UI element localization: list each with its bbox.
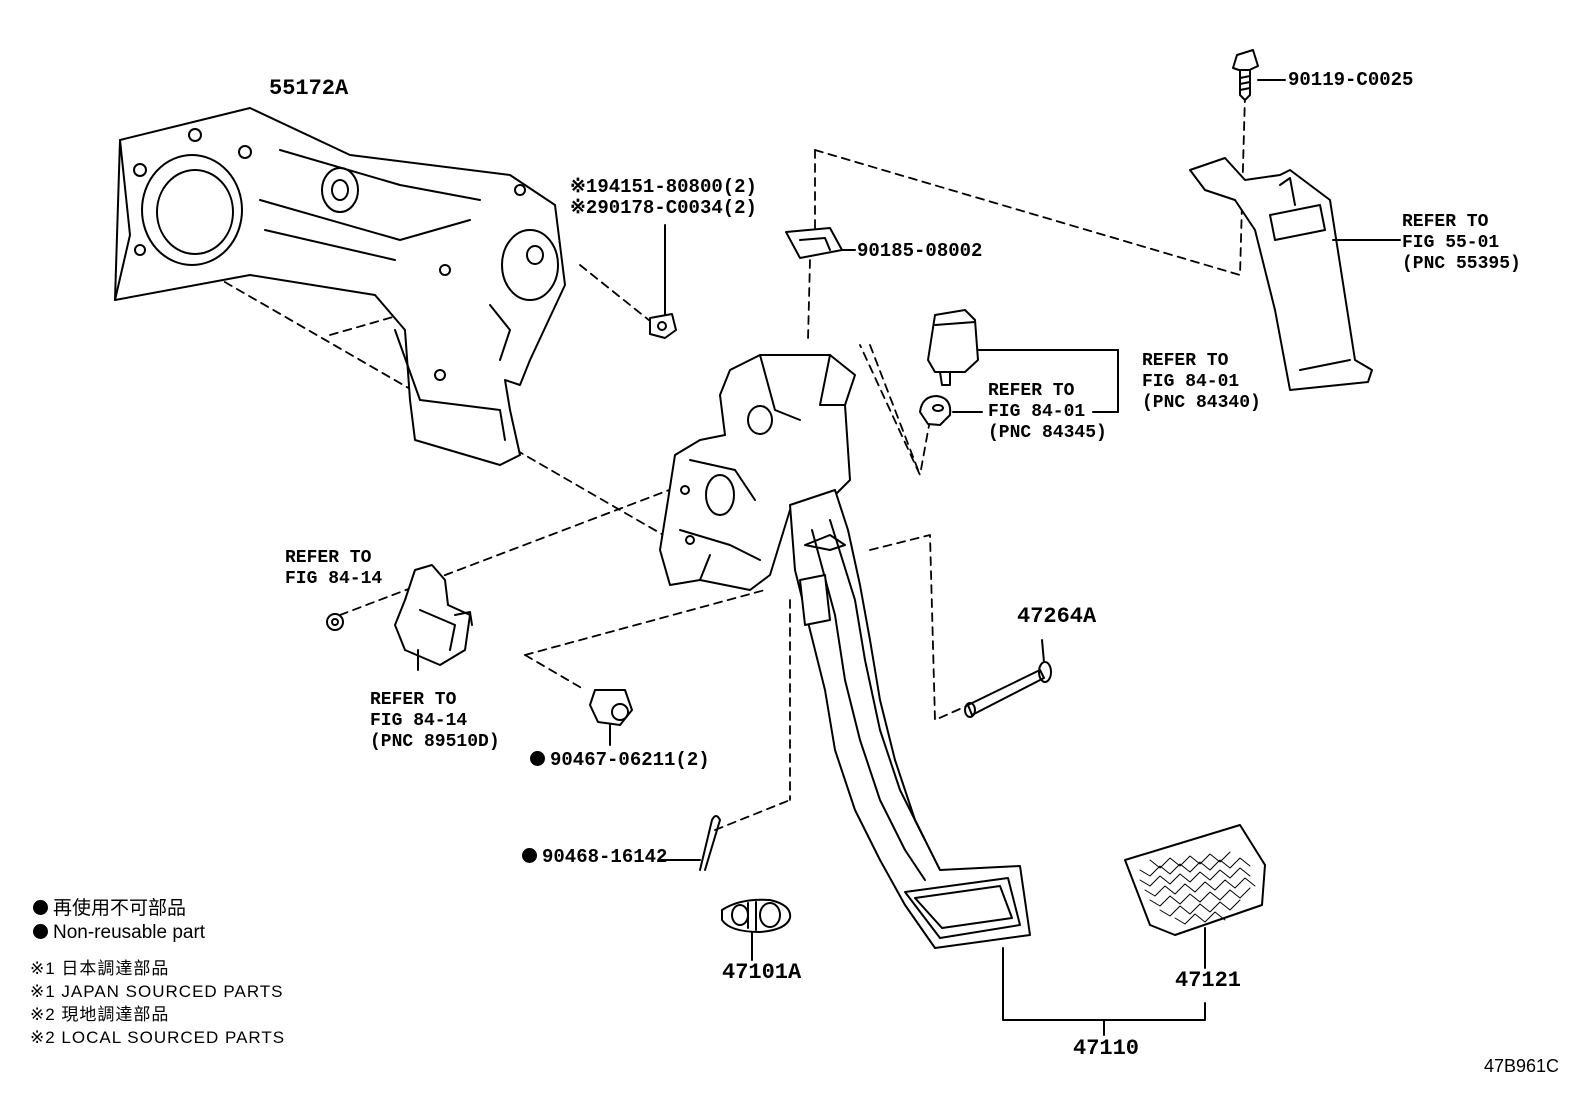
legend-nonreusable-en: Non-reusable part: [33, 922, 205, 944]
clip-90185: [785, 227, 856, 259]
stop-lamp-switch: [927, 309, 1119, 413]
label-47101A: 47101A: [722, 960, 802, 985]
label-90178: ※290178-C0034(2): [570, 197, 757, 219]
nut-8414: [326, 613, 344, 631]
cushion-84345: [919, 395, 983, 426]
clip-90468: [659, 815, 721, 871]
callout-47110: [1002, 947, 1206, 1036]
nut-94151: [649, 224, 677, 339]
legend-japan-sourced-jp: ※1 日本調達部品: [30, 959, 170, 978]
label-90467: 90467-06211(2): [530, 750, 710, 771]
pedal-support: [659, 354, 856, 591]
label-47110: 47110: [1073, 1036, 1140, 1061]
bracket-55395: [1189, 157, 1401, 391]
label-90119: 90119-C0025: [1288, 69, 1414, 91]
non-reusable-dot-icon: [33, 924, 48, 939]
legend-local-sourced-jp: ※2 現地調達部品: [30, 1005, 170, 1024]
label-47121: 47121: [1175, 968, 1242, 993]
bolt-90119: [1232, 49, 1286, 101]
bracket-55172A: [114, 107, 566, 466]
bushing-47101A: [721, 898, 792, 961]
label-94151: ※194151-80800(2): [570, 176, 757, 198]
sensor-89510D: [394, 564, 473, 671]
nut-90467: [589, 689, 633, 746]
japan-sourced-mark: ※1: [570, 176, 598, 198]
local-sourced-mark: ※2: [570, 197, 598, 219]
legend-local-sourced-en: ※2 LOCAL SOURCED PARTS: [30, 1028, 286, 1047]
brake-pedal-arm: [789, 489, 1031, 949]
label-47264A: 47264A: [1017, 604, 1097, 629]
legend-japan-sourced-en: ※1 JAPAN SOURCED PARTS: [30, 982, 284, 1001]
label-55172A: 55172A: [269, 76, 349, 101]
non-reusable-dot-icon: [33, 900, 48, 915]
diagram-id: 47B961C: [1484, 1056, 1560, 1076]
label-90468: 90468-16142: [522, 847, 667, 868]
pin-47264A: [964, 639, 1052, 718]
non-reusable-dot-icon: [530, 751, 545, 766]
label-90185: 90185-08002: [857, 240, 983, 262]
legend-nonreusable-jp: 再使用不可部品: [33, 898, 186, 920]
non-reusable-dot-icon: [522, 848, 537, 863]
pedal-pad-47121: [1124, 824, 1266, 969]
